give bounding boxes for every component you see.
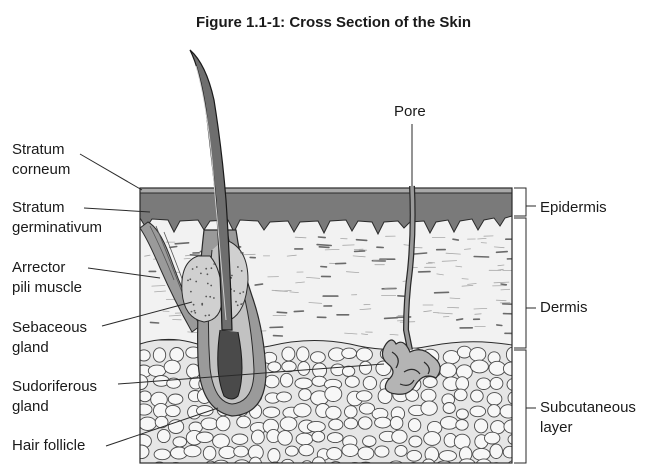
label-hair-follicle: Hair follicle bbox=[12, 437, 86, 454]
figure-title: Figure 1.1-1: Cross Section of the Skin bbox=[195, 14, 472, 31]
label-pore: Pore bbox=[394, 103, 426, 120]
leader-lines bbox=[79, 124, 536, 464]
leader-hair-follicle bbox=[105, 407, 219, 447]
leader-stratum-germinativum bbox=[83, 207, 151, 213]
hair-shaft bbox=[189, 49, 233, 331]
label-epidermis: Epidermis bbox=[540, 199, 607, 216]
bracket-epidermis bbox=[514, 187, 527, 217]
leader-arrector-pili bbox=[87, 267, 161, 279]
sweat-gland bbox=[381, 185, 441, 395]
bracket-subcutaneous bbox=[514, 349, 527, 464]
stratum-corneum-surface bbox=[139, 187, 513, 194]
epidermis-layer bbox=[139, 191, 513, 236]
leader-sebaceous bbox=[101, 301, 193, 327]
leader-stratum-corneum bbox=[79, 153, 143, 191]
leader-sudoriferous bbox=[117, 363, 385, 385]
label-dermis: Dermis bbox=[540, 299, 588, 316]
bracket-dermis bbox=[514, 217, 527, 349]
